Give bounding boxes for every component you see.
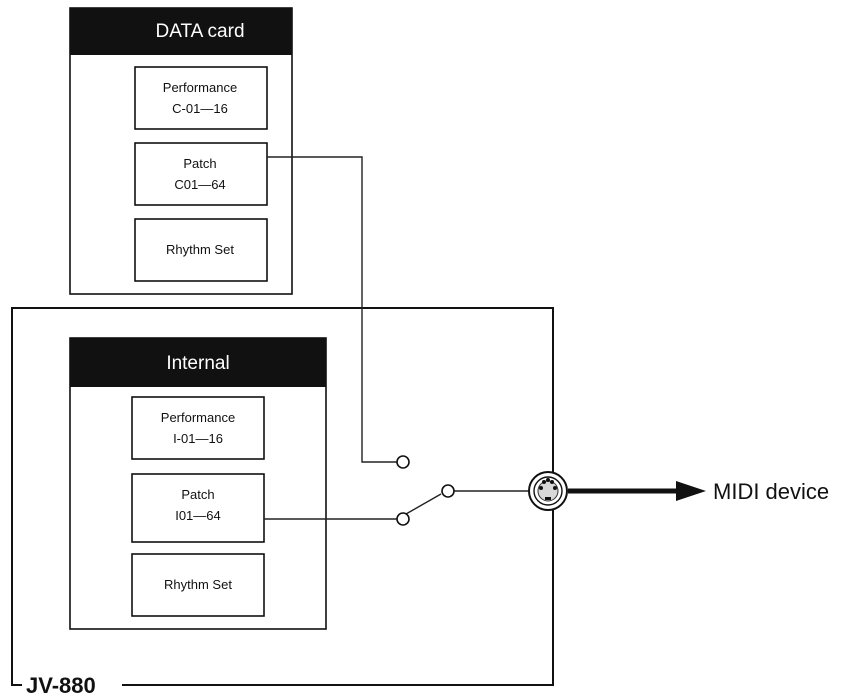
internal-slot-patch-name: Patch xyxy=(181,487,214,502)
internal-slot-patch xyxy=(131,473,265,543)
data-card-slot-performance-range: C-01—16 xyxy=(172,101,228,116)
data-card-block: DATA card Performance C-01—16 Patch C01—… xyxy=(69,7,293,295)
internal-title: Internal xyxy=(166,353,229,374)
data-card-slot-performance xyxy=(134,66,268,130)
internal-slot-performance-name: Performance xyxy=(161,410,235,425)
internal-slot-rhythm xyxy=(131,553,265,617)
device-name: JV-880 xyxy=(26,673,96,698)
data-card-title: DATA card xyxy=(155,21,244,42)
midi-out-connector-icon xyxy=(528,471,568,511)
switch-contact-common xyxy=(441,484,455,498)
switch-contact-data-card xyxy=(396,455,410,469)
data-card-slot-performance-name: Performance xyxy=(163,80,237,95)
jv880-frame xyxy=(11,307,554,686)
data-card-slot-rhythm-name: Rhythm Set xyxy=(166,242,234,257)
internal-slot-patch-range: I01—64 xyxy=(175,508,221,523)
data-card-patch-wire xyxy=(267,156,398,463)
internal-slot-performance xyxy=(131,396,265,460)
data-card-slot-patch-name: Patch xyxy=(183,156,216,171)
data-card-slot-patch xyxy=(134,142,268,206)
internal-block: Internal Performance I-01—16 Patch I01—6… xyxy=(69,337,327,630)
internal-header xyxy=(70,338,326,387)
data-card-header xyxy=(70,8,292,55)
internal-slot-performance-range: I-01—16 xyxy=(173,431,223,446)
switch-lever xyxy=(405,493,442,515)
data-card-slot-patch-range: C01—64 xyxy=(174,177,225,192)
data-card-slot-rhythm xyxy=(134,218,268,282)
midi-device-label: MIDI device xyxy=(713,479,829,504)
output-arrow-head xyxy=(676,481,706,501)
internal-slot-rhythm-name: Rhythm Set xyxy=(164,577,232,592)
switch-contact-internal xyxy=(396,512,410,526)
